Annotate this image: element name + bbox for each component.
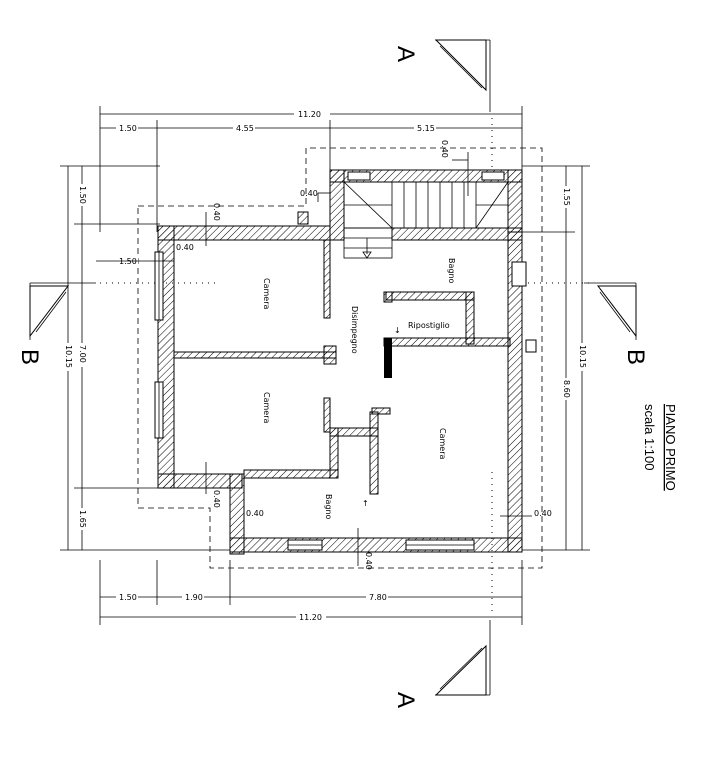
title-piano-primo: PIANO PRIMO	[663, 404, 678, 491]
dim-left-1: 1.50	[78, 186, 87, 204]
room-disimpegno: Disimpegno	[350, 306, 359, 354]
room-bagno-2: Bagno	[324, 494, 333, 520]
section-a-top-label: A	[392, 46, 419, 62]
dim-bottom-total: 11.20	[299, 613, 322, 622]
roof-outline	[100, 118, 590, 612]
section-b-left-label: B	[16, 349, 43, 365]
bottom-dimensions: 1.50 1.90 7.80 11.20	[99, 560, 523, 625]
room-bagno-1: Bagno	[447, 258, 456, 284]
dim-right-1: 1.55	[562, 188, 571, 206]
dim-wall-g: 0.40	[364, 552, 373, 570]
dim-left-3: 1.65	[78, 510, 87, 528]
room-labels: Camera Camera Camera Bagno Bagno Disimpe…	[262, 258, 456, 520]
dim-wall-c: 0.40	[212, 203, 221, 221]
plan-title: PIANO PRIMO scala 1:100	[642, 404, 678, 491]
dim-left-total: 10.15	[64, 345, 73, 368]
title-scale: scala 1:100	[642, 404, 657, 471]
window-right	[511, 261, 527, 287]
dim-top-3: 5.15	[417, 124, 435, 133]
dim-wall-d: 0.40	[176, 243, 194, 252]
top-dimensions: 11.20 1.50 4.55 5.15	[99, 106, 523, 232]
dim-right-2: 8.60	[562, 380, 571, 398]
dim-wall-e: 0.40	[212, 490, 221, 508]
section-a-bottom-label: A	[392, 692, 419, 708]
left-dimensions: 1.50 7.00 1.65 10.15	[60, 165, 230, 551]
dim-wall-a: 0.40	[440, 140, 449, 158]
right-dimensions: 1.55 8.60 10.15	[522, 165, 590, 551]
dim-inner-left: 1.50	[119, 257, 137, 266]
dim-wall-h: 0.40	[534, 509, 552, 518]
wall-right	[507, 227, 523, 553]
room-ripostiglio: Ripostiglio	[408, 321, 450, 330]
section-b-left-marker: B	[16, 282, 96, 365]
svg-text:↑: ↑	[362, 499, 369, 508]
room-camera-1: Camera	[262, 278, 271, 309]
dim-top-2: 4.55	[236, 124, 254, 133]
dim-top-1: 1.50	[119, 124, 137, 133]
room-camera-2: Camera	[262, 392, 271, 423]
dim-bottom-2: 1.90	[185, 593, 203, 602]
dim-bottom-1: 1.50	[119, 593, 137, 602]
dim-bottom-3: 7.80	[369, 593, 387, 602]
dim-wall-f: 0.40	[246, 509, 264, 518]
dim-left-2: 7.00	[78, 345, 87, 363]
windows	[154, 171, 537, 551]
wall-bottom	[229, 537, 523, 553]
section-a-bottom-marker: A	[392, 620, 491, 708]
section-b-right-label: B	[622, 349, 649, 365]
dim-wall-b: 0.40	[300, 189, 318, 198]
wall-top-left	[157, 225, 331, 241]
room-camera-3: Camera	[438, 428, 447, 459]
wall-thickness-labels: 0.40 0.40 0.40 0.40 1.50 0.40 0.40 0.40 …	[96, 140, 552, 570]
dim-top-total: 11.20	[298, 110, 321, 119]
dim-right-total: 10.15	[578, 345, 587, 368]
section-b-right-marker: B	[584, 282, 649, 365]
staircase	[343, 181, 509, 259]
svg-text:↓: ↓	[394, 326, 401, 335]
section-a-top-marker: A	[392, 39, 491, 112]
